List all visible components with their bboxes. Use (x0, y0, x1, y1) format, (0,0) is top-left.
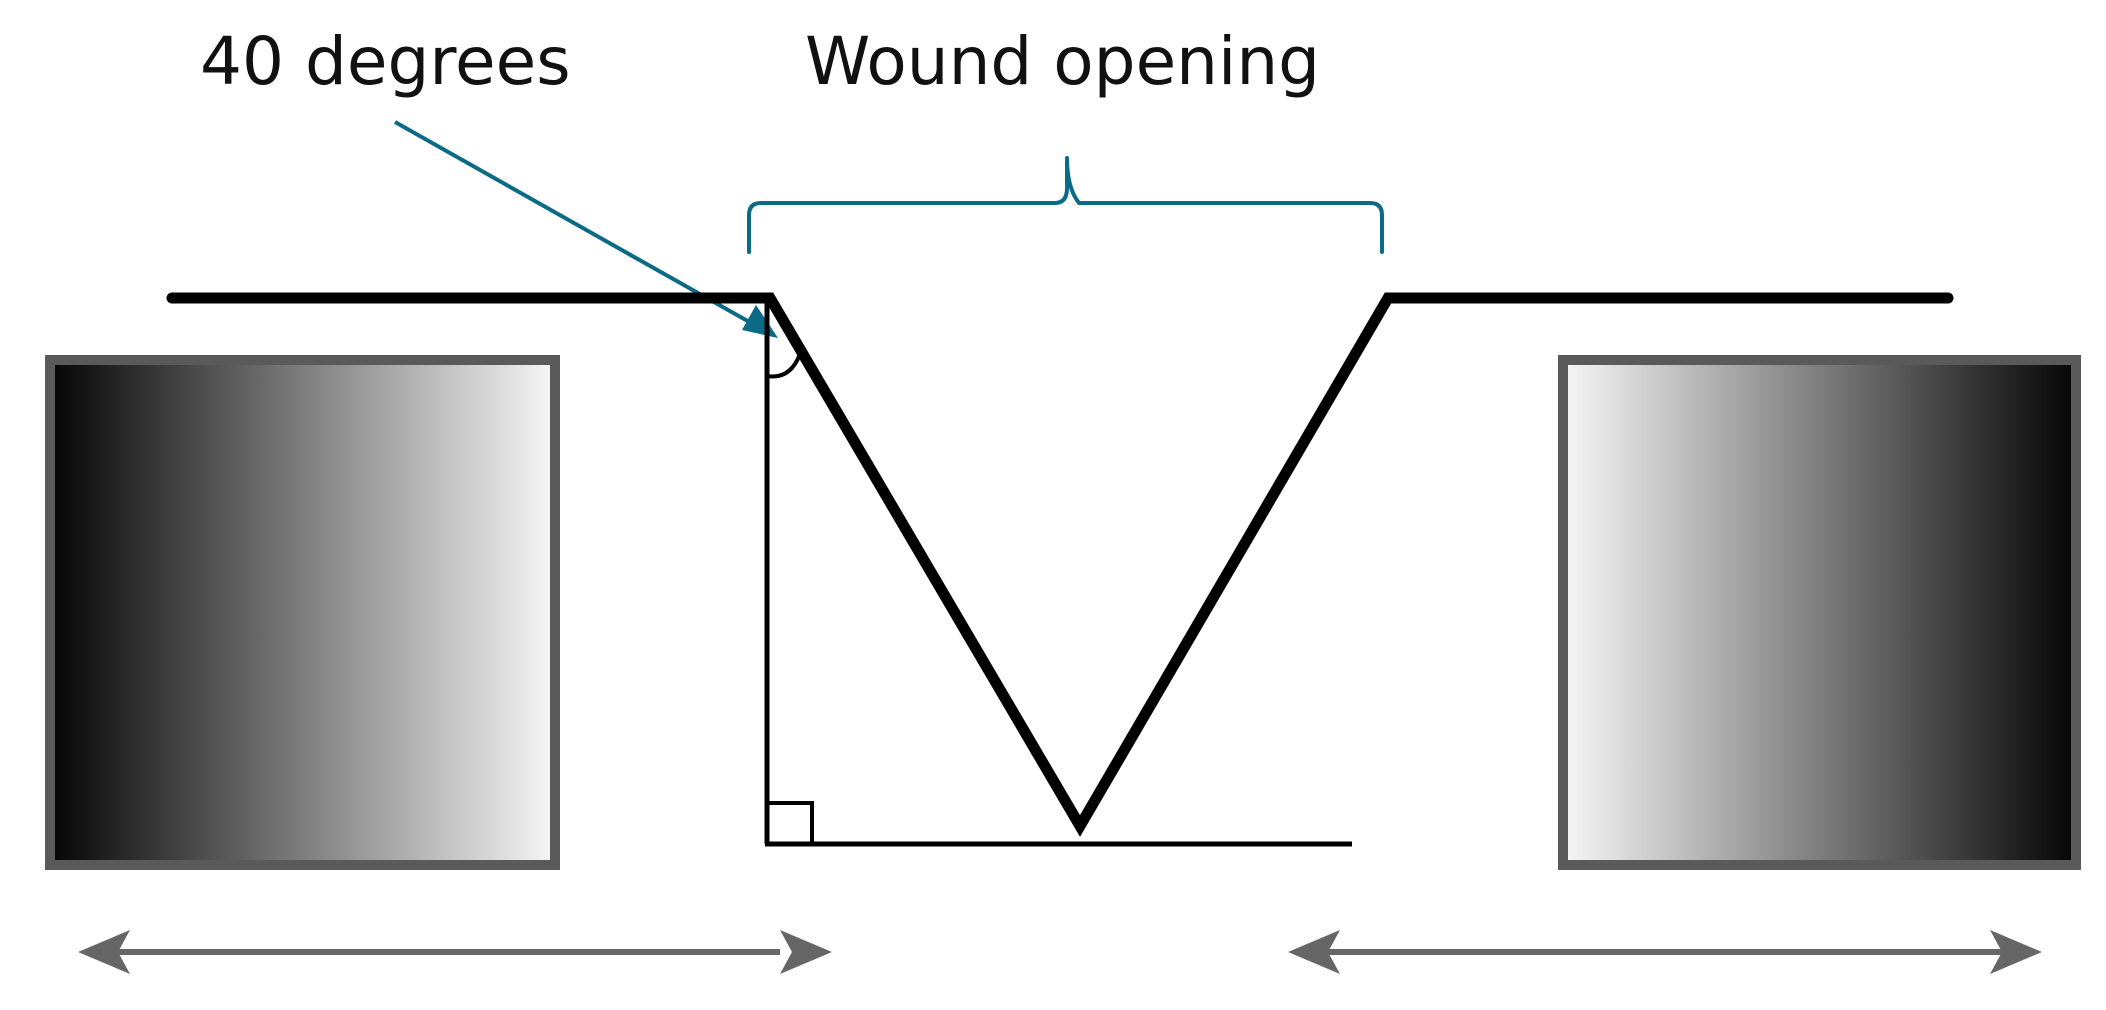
right-tissue-block (1558, 355, 2081, 870)
wound-opening-label: Wound opening (805, 23, 1320, 100)
wound-opening-brace (747, 156, 1384, 254)
wound-profile (166, 292, 1954, 837)
left-tissue-block (45, 355, 560, 870)
right-angle-marker (767, 801, 814, 844)
angle-arc (766, 353, 802, 379)
right-movement-arrow (1288, 930, 2042, 974)
angle-pointer-arrow (394, 120, 778, 338)
left-movement-arrow (78, 930, 832, 974)
angle-label: 40 degrees (200, 23, 571, 100)
